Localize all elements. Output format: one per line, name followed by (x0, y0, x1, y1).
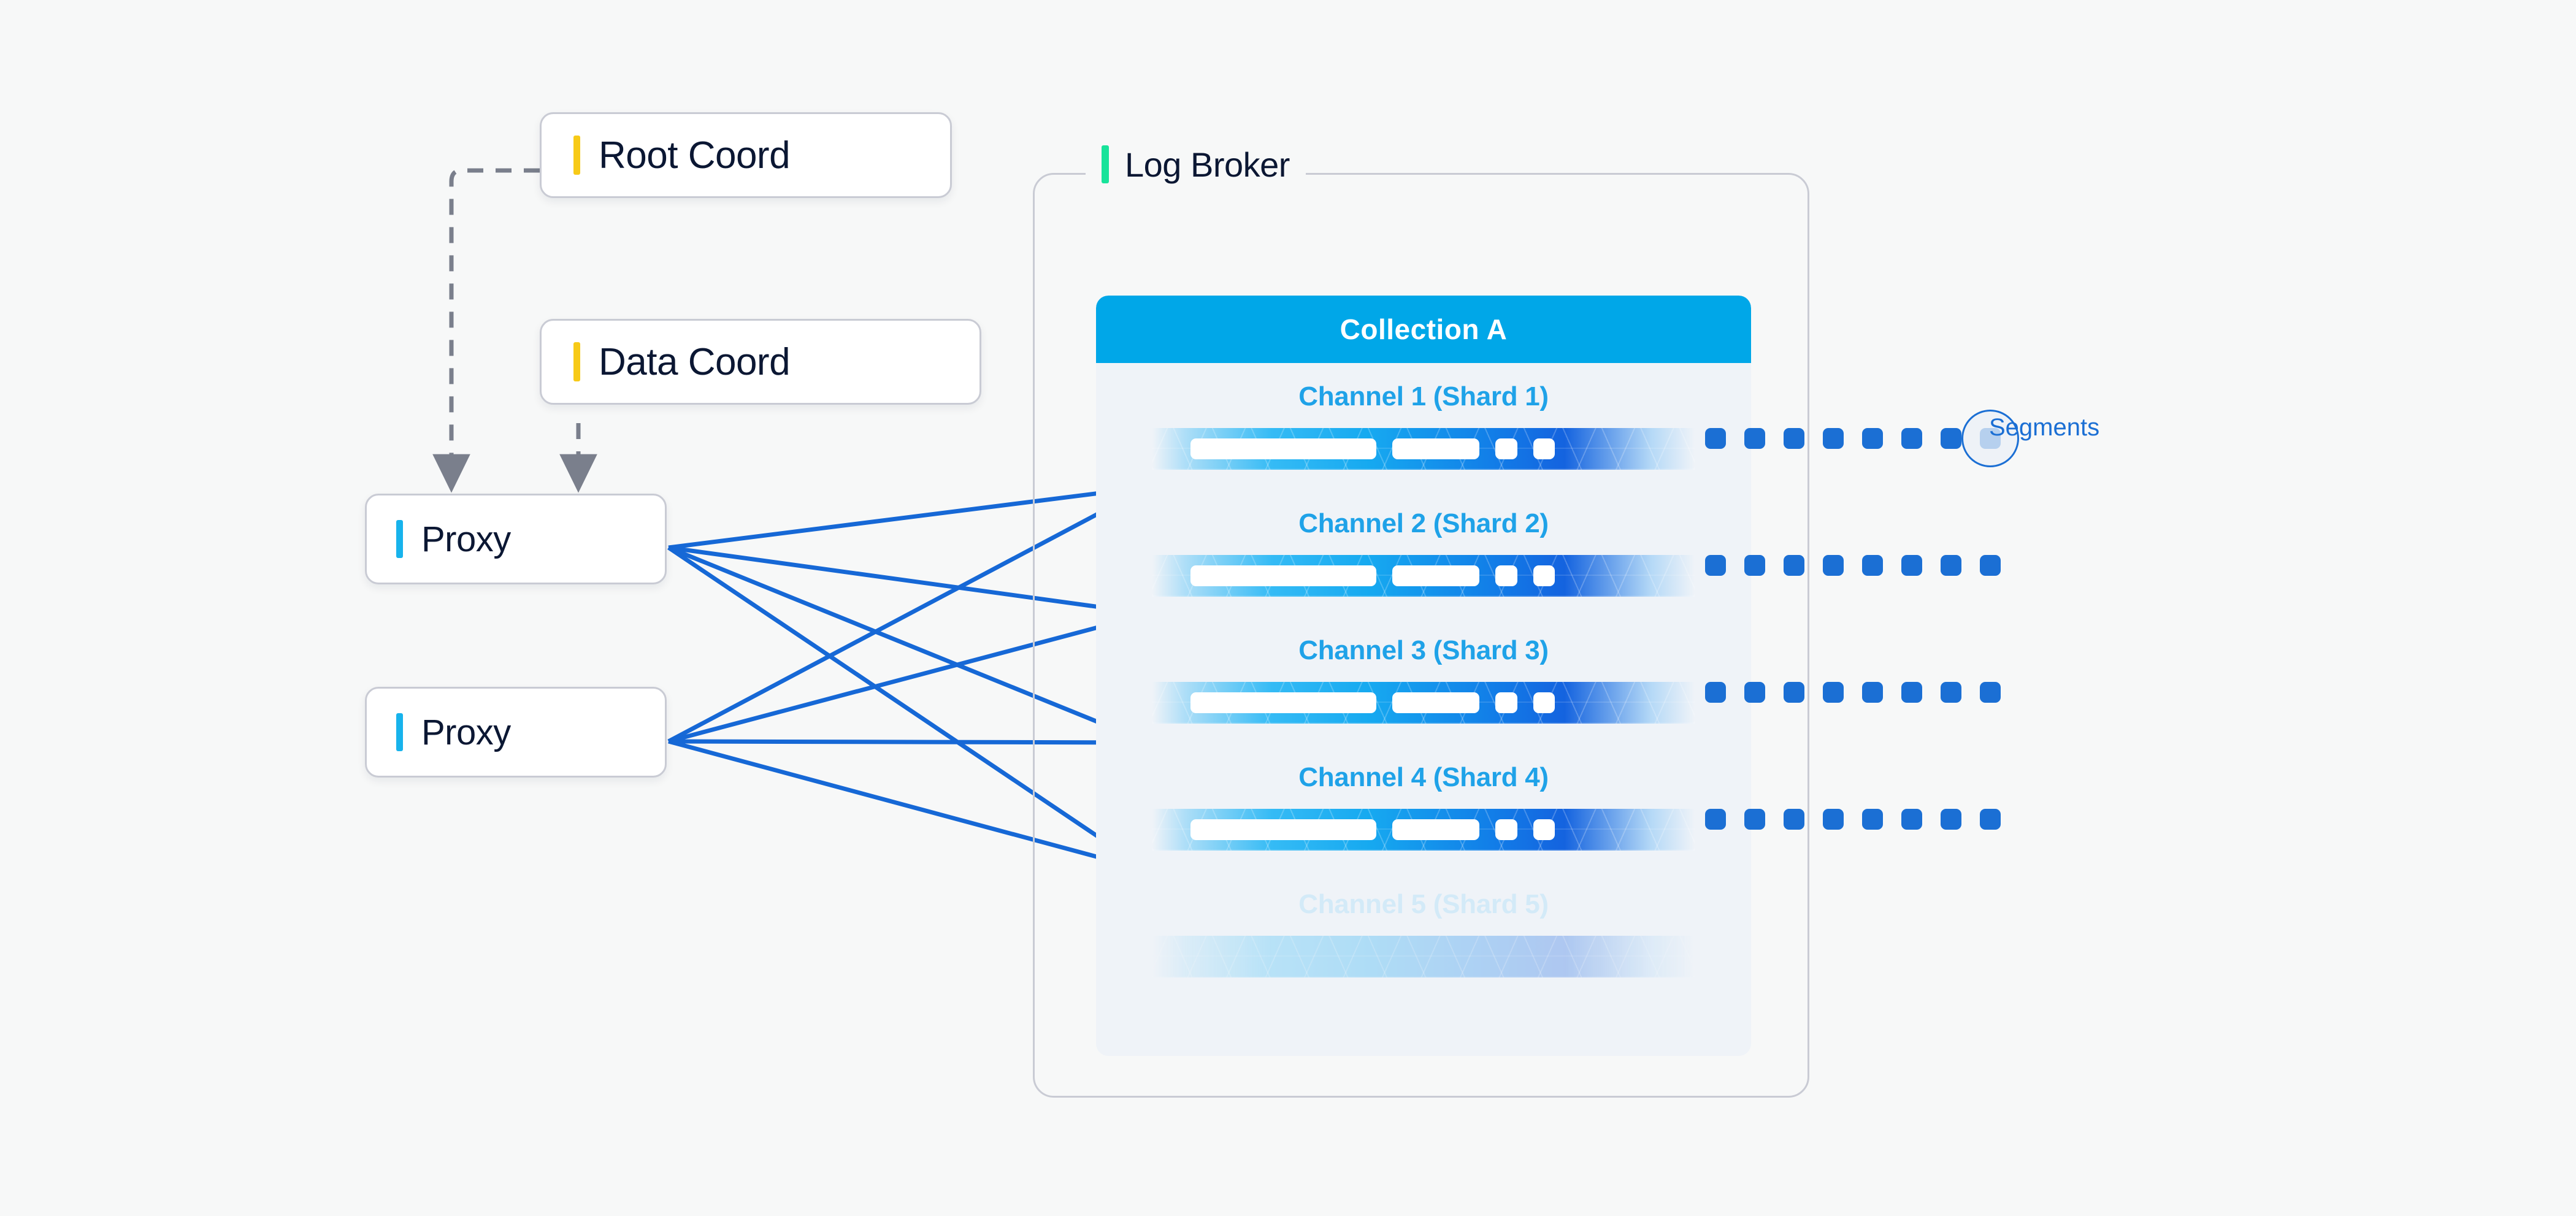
channel-gap-block (1392, 692, 1479, 713)
segment-block[interactable] (1901, 555, 1922, 576)
segment-block[interactable] (1744, 555, 1765, 576)
channel-gap-block (1190, 692, 1376, 713)
card-collection-a[interactable]: Collection A Channel 1 (Shard 1) Channel … (1096, 296, 1751, 1056)
proxy-2-label: Proxy (421, 712, 511, 752)
segment-block[interactable] (1705, 555, 1726, 576)
log-broker-accent-bar (1102, 145, 1109, 183)
collection-a-title: Collection A (1340, 313, 1508, 345)
segment-block[interactable] (1744, 682, 1765, 703)
channel-gap-block (1392, 819, 1479, 840)
channel-gap-block (1533, 692, 1555, 713)
channel-gap-block (1495, 819, 1517, 840)
segment-block[interactable] (1862, 555, 1883, 576)
segment-block[interactable] (1705, 682, 1726, 703)
log-broker-label: Log Broker (1125, 145, 1290, 184)
channel-label: Channel 2 (Shard 2) (1298, 508, 1549, 538)
node-data-coord[interactable]: Data Coord (540, 319, 981, 405)
segment-block[interactable] (1784, 555, 1804, 576)
channel-bar[interactable] (1152, 555, 1695, 597)
segment-block[interactable] (1901, 809, 1922, 830)
data-coord-label: Data Coord (599, 340, 791, 383)
segment-block[interactable] (1744, 428, 1765, 449)
segment-block[interactable] (1823, 809, 1844, 830)
segment-block[interactable] (1862, 682, 1883, 703)
segment-block[interactable] (1823, 555, 1844, 576)
channel-gap-block (1190, 565, 1376, 586)
channel-gap-block (1533, 819, 1555, 840)
channel-label: Channel 1 (Shard 1) (1298, 381, 1549, 411)
channel-gap-block (1533, 565, 1555, 586)
channel-bar[interactable] (1152, 428, 1695, 470)
segment-block[interactable] (1784, 682, 1804, 703)
panel-log-broker (1033, 173, 1809, 1098)
channel-bar[interactable] (1152, 809, 1695, 851)
root-coord-label: Root Coord (599, 134, 791, 177)
segment-block[interactable] (1705, 428, 1726, 449)
segment-block[interactable] (1862, 809, 1883, 830)
channel-label: Channel 3 (Shard 3) (1298, 635, 1549, 665)
segment-block[interactable] (1784, 809, 1804, 830)
proxy-1-accent-bar (396, 520, 403, 558)
channel-gap-block (1495, 438, 1517, 459)
channel-gap-block (1190, 819, 1376, 840)
segment-block[interactable] (1941, 682, 1961, 703)
channel-gap-block (1495, 692, 1517, 713)
segment-block[interactable] (1941, 428, 1961, 449)
node-proxy-2[interactable]: Proxy (365, 687, 667, 778)
proxy-2-accent-bar (396, 713, 403, 751)
segment-block[interactable] (1784, 428, 1804, 449)
segment-highlight-circle (1961, 410, 2019, 467)
segment-block[interactable] (1941, 809, 1961, 830)
segment-block[interactable] (1705, 809, 1726, 830)
segment-block[interactable] (1980, 555, 2001, 576)
channel-bar-texture (1152, 936, 1695, 977)
segments-annotation-label: Segments (1989, 414, 2100, 441)
channel-gap-block (1392, 565, 1479, 586)
channel-gap-block (1190, 438, 1376, 459)
segment-block[interactable] (1901, 428, 1922, 449)
segment-block[interactable] (1980, 682, 2001, 703)
segment-block[interactable] (1980, 809, 2001, 830)
connector-root-coord-to-proxy (432, 168, 540, 493)
segment-block[interactable] (1862, 428, 1883, 449)
node-root-coord[interactable]: Root Coord (540, 112, 952, 198)
segment-block[interactable] (1941, 555, 1961, 576)
channel-gap-block (1495, 565, 1517, 586)
data-coord-accent-bar (573, 342, 580, 381)
channel-label: Channel 5 (Shard 5) (1298, 889, 1549, 919)
segment-block[interactable] (1744, 809, 1765, 830)
segment-block[interactable] (1901, 682, 1922, 703)
channel-bar[interactable] (1152, 936, 1695, 977)
segment-block[interactable] (1823, 682, 1844, 703)
segment-block[interactable] (1823, 428, 1844, 449)
collection-a-header: Collection A (1096, 296, 1751, 363)
channel-gap-block (1392, 438, 1479, 459)
channel-label: Channel 4 (Shard 4) (1298, 762, 1549, 792)
channel-bar[interactable] (1152, 682, 1695, 724)
panel-log-broker-legend: Log Broker (1086, 140, 1306, 189)
channel-gap-block (1533, 438, 1555, 459)
root-coord-accent-bar (573, 136, 580, 175)
proxy-1-label: Proxy (421, 519, 511, 559)
node-proxy-1[interactable]: Proxy (365, 494, 667, 584)
